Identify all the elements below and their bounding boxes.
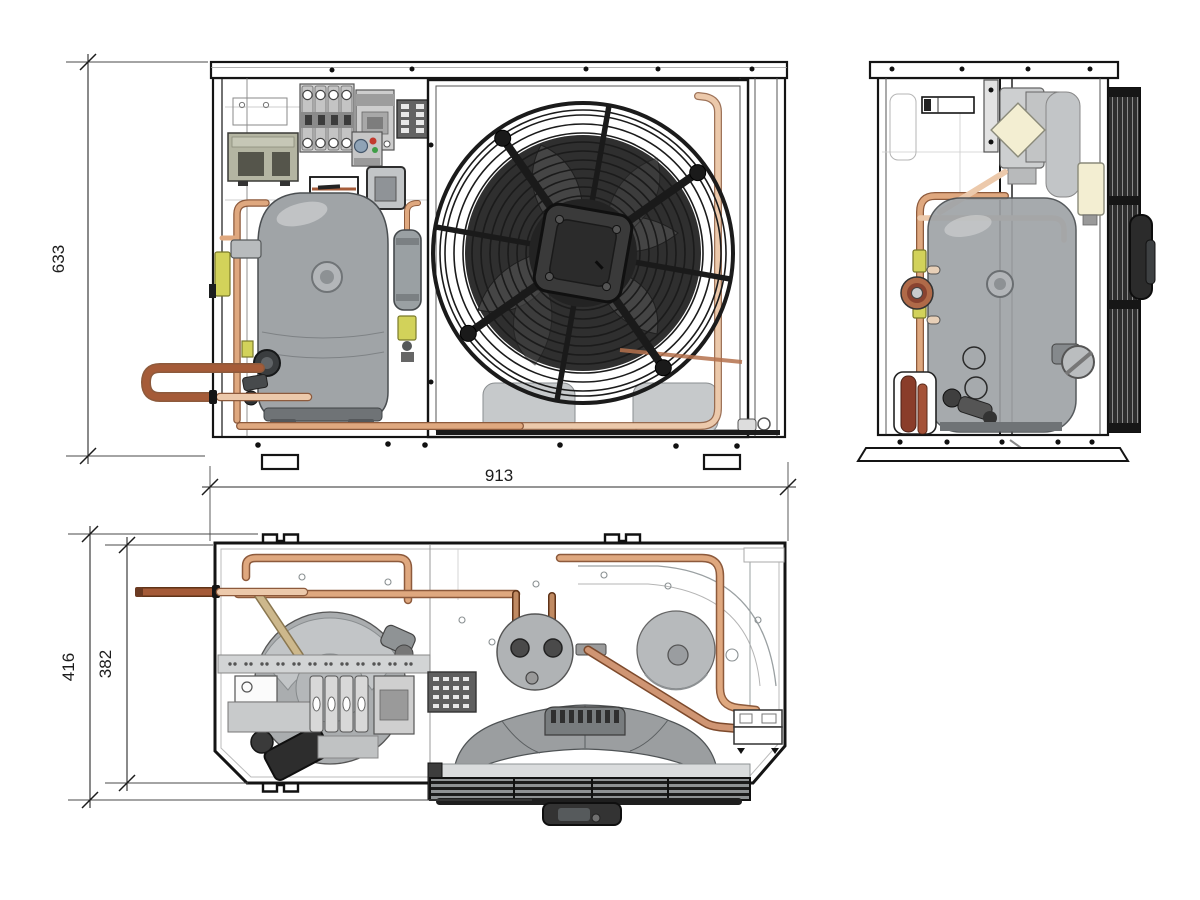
discharge-pipe: [517, 93, 721, 429]
front-view: [141, 60, 789, 471]
mounting-tabs: [261, 533, 642, 793]
accumulator-top: [636, 610, 716, 691]
dim-height: 633: [49, 53, 208, 465]
front-foot-right: [702, 453, 742, 471]
receiver-top: [496, 613, 574, 691]
dim-depth-overall-label: 416: [59, 653, 78, 681]
side-view: [856, 60, 1156, 462]
dim-depth-body-label: 382: [96, 650, 115, 678]
dim-width: 913: [201, 462, 797, 541]
mounting-plate: [232, 97, 288, 126]
valve-stem: [209, 284, 216, 298]
top-cap-bolts: [329, 66, 755, 73]
front-top-cap: [209, 60, 789, 80]
dim-width-label: 913: [485, 466, 513, 485]
dim-height-label: 633: [49, 245, 68, 273]
flare-fitting: [230, 239, 262, 259]
side-top-cap: [868, 60, 1120, 80]
terminal-box: [227, 132, 299, 186]
label-plate: [921, 96, 975, 114]
electrical-top: [227, 671, 477, 759]
left-piping-front: [209, 199, 270, 424]
front-base: [213, 436, 785, 471]
dimension-annotations: 633 913 416 382: [49, 53, 797, 809]
dimension-tick: [779, 478, 797, 496]
dim-depth-body: 382: [96, 536, 248, 792]
dimension-tick: [118, 774, 136, 792]
sight-glass-and-valves: [900, 249, 941, 325]
spoke-lugs: [459, 129, 707, 377]
front-foot-left: [260, 453, 300, 471]
dimension-tick: [201, 478, 219, 496]
fan-assembly: [431, 101, 743, 405]
base-plate: [856, 447, 1130, 462]
stepped-fitting: [733, 709, 783, 754]
dimension-tick: [79, 53, 97, 71]
condenser-coil-side: [1077, 87, 1156, 433]
top-view: [135, 533, 787, 826]
diagonal-pipe: [583, 645, 747, 734]
breaker-top: [309, 675, 369, 733]
dimension-tick: [118, 536, 136, 554]
expansion-valve-cap: [990, 102, 1046, 158]
dimension-tick: [79, 447, 97, 465]
dim-depth-overall: 416: [59, 525, 532, 809]
circuit-breaker: [299, 83, 355, 153]
fan-top: [454, 704, 717, 772]
bolt-hole: [964, 376, 988, 400]
dimension-tick: [81, 791, 99, 809]
heat-exchanger-tubes: [893, 371, 937, 435]
fan-hub: [532, 202, 634, 304]
liquid-valve: [397, 315, 417, 341]
fan-motor-top: [544, 706, 626, 736]
filter-drier: [393, 200, 422, 362]
side-electrical: [921, 79, 1081, 198]
inlet-pipe-stub: [135, 585, 309, 598]
bolt-hole: [962, 346, 986, 370]
dimension-tick: [81, 525, 99, 543]
pipe-seal-ring: [209, 390, 217, 404]
junction-box: [366, 166, 406, 210]
suction-loop-pipe: [141, 363, 313, 404]
capacitor-box: [1077, 162, 1105, 216]
fan-motor-silhouette: [1045, 91, 1081, 198]
condenser-coil-top: [427, 762, 751, 826]
overload-relay: [351, 131, 383, 167]
service-valve-cluster: [241, 340, 281, 406]
compressor-front: [257, 192, 389, 427]
service-valve-yellow: [214, 251, 231, 297]
fan-shroud-arc: [578, 565, 777, 687]
base-bolts: [255, 441, 740, 449]
copper-pipe-behind-guard: [619, 348, 743, 364]
side-base: [856, 434, 1130, 462]
terminal-strip-top: [217, 654, 431, 674]
front-electrical-panel: [227, 83, 432, 210]
compressor-side: [927, 197, 1095, 433]
terminal-strip: [396, 99, 432, 139]
fan-panel: [236, 78, 780, 439]
